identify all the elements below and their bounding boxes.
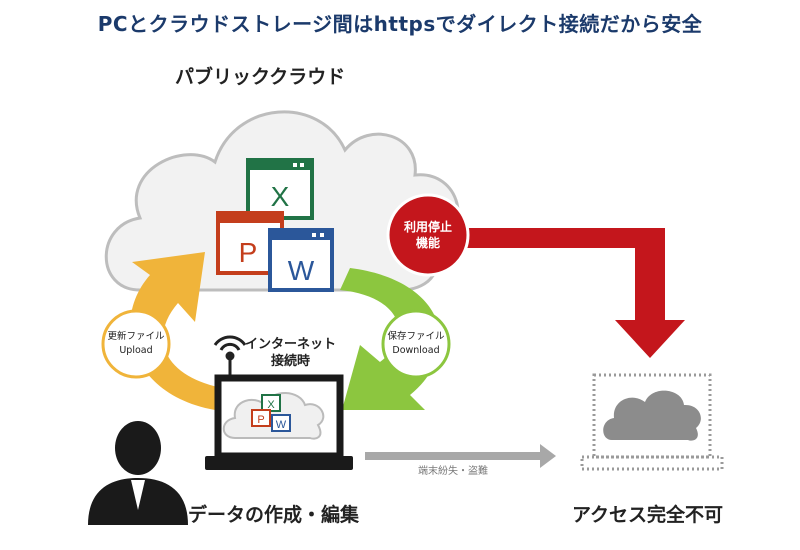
user-label: データの作成・編集 (188, 504, 360, 526)
blocked-label: アクセス完全不可 (572, 504, 724, 526)
download-badge (381, 309, 451, 379)
svg-text:P: P (257, 414, 264, 426)
stop-label: 利用停止 機能 (397, 219, 459, 251)
blocked-cloud-icon (603, 390, 701, 441)
stop-label-line1: 利用停止 (403, 220, 452, 234)
theft-label: 端末紛失・盗難 (418, 466, 488, 477)
svg-text:W: W (288, 255, 315, 286)
upload-label-en: Upload (119, 345, 153, 356)
upload-label-jp: 更新ファイル (107, 331, 165, 342)
internet-label-line1: インターネット (245, 337, 337, 352)
stop-label-line2: 機能 (415, 236, 440, 250)
download-label-en: Download (392, 345, 440, 356)
cloud-title: パブリッククラウド (175, 66, 346, 88)
upload-label: 更新ファイル Upload (104, 330, 168, 358)
user-icon (88, 421, 188, 525)
stop-badge (386, 193, 470, 277)
download-label-jp: 保存ファイル (387, 331, 445, 342)
blocked-laptop-icon (580, 373, 724, 471)
svg-text:P: P (239, 237, 258, 268)
excel-icon: X (246, 158, 314, 220)
upload-badge (101, 309, 171, 379)
svg-text:X: X (267, 399, 275, 411)
stop-arrow (455, 228, 685, 358)
word-icon: W (268, 228, 334, 292)
svg-text:W: W (276, 419, 287, 431)
theft-arrow (365, 444, 556, 468)
laptop-icon: X P W (205, 374, 353, 470)
page-title: PCとクラウドストレージ間はhttpsでダイレクト接続だから安全 (97, 12, 703, 36)
internet-label-line2: 接続時 (271, 354, 311, 369)
svg-text:X: X (271, 181, 290, 212)
internet-label: インターネット 接続時 (245, 336, 336, 370)
download-label: 保存ファイル Download (384, 330, 448, 358)
